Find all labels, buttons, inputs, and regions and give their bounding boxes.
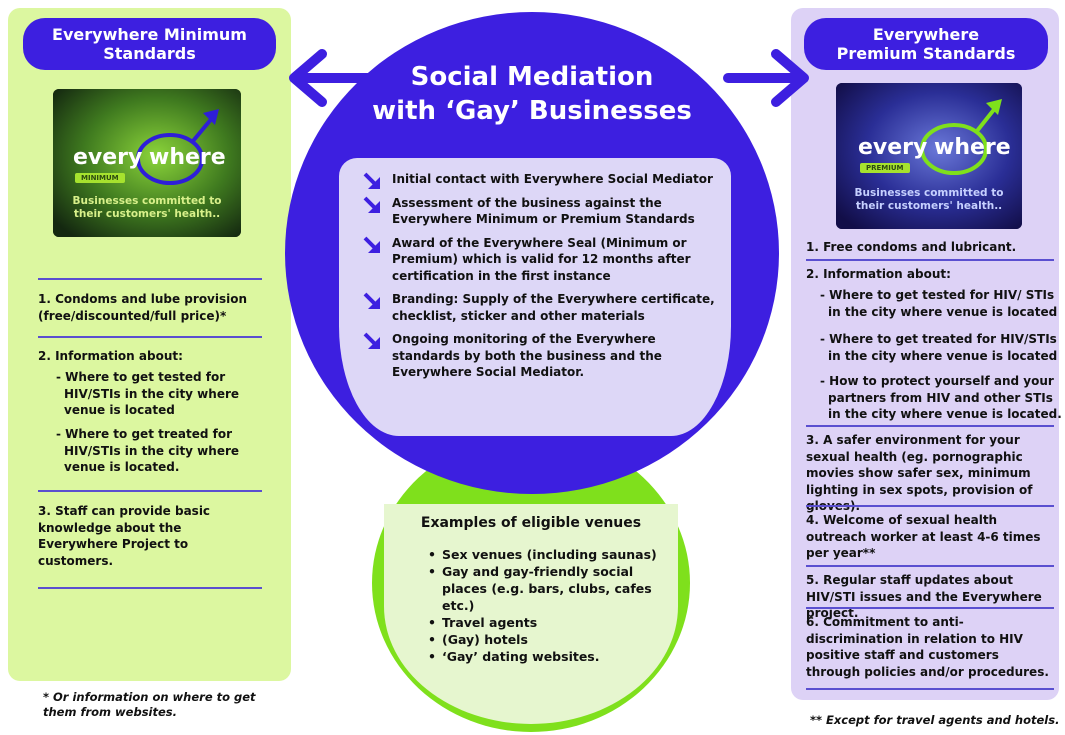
minimum-item-2-sub-1: - Where to get tested for HIV/STIs in th… bbox=[56, 370, 240, 417]
premium-card-tagline: Businesses committed to their customers'… bbox=[836, 187, 1022, 213]
step-text: Ongoing monitoring of the Everywhere sta… bbox=[392, 332, 662, 379]
minimum-tier-badge: MINIMUM bbox=[75, 173, 125, 183]
step-item: Initial contact with Everywhere Social M… bbox=[362, 171, 722, 189]
step-text: Assessment of the business against the E… bbox=[392, 195, 695, 227]
step-item: Ongoing monitoring of the Everywhere sta… bbox=[362, 331, 722, 381]
divider bbox=[806, 259, 1054, 261]
everywhere-premium-logo-card: every where PREMIUM Businesses committed… bbox=[836, 83, 1022, 229]
venue-item: Sex venues (including saunas) bbox=[428, 546, 668, 563]
social-mediation-title: Social Mediation with ‘Gay’ Businesses bbox=[340, 60, 724, 128]
minimum-tagline-2: their customers' health.. bbox=[73, 208, 221, 220]
premium-standards-title: Everywhere Premium Standards bbox=[804, 18, 1048, 70]
everywhere-minimum-logo-card: every where MINIMUM Businesses committed… bbox=[53, 89, 241, 237]
premium-standards-title-text: Everywhere Premium Standards bbox=[836, 25, 1016, 63]
mediation-steps: Initial contact with Everywhere Social M… bbox=[362, 171, 722, 388]
venue-item: Gay and gay-friendly social places (e.g.… bbox=[428, 563, 668, 614]
minimum-standards-title: Everywhere Minimum Standards bbox=[23, 18, 276, 70]
premium-item-2-sub-3: - How to protect yourself and your partn… bbox=[820, 374, 1062, 421]
left-arrow-icon bbox=[289, 49, 375, 107]
premium-item-2: 2. Information about: bbox=[806, 267, 951, 281]
step-text: Award of the Everywhere Seal (Minimum or… bbox=[392, 235, 691, 283]
premium-item-2-sub-1: - Where to get tested for HIV/ STIs in t… bbox=[820, 288, 1058, 319]
divider bbox=[38, 278, 262, 280]
minimum-card-graphic bbox=[53, 89, 241, 237]
step-item: Branding: Supply of the Everywhere certi… bbox=[362, 291, 722, 324]
right-arrow-icon bbox=[723, 49, 809, 107]
venue-item: (Gay) hotels bbox=[428, 631, 668, 648]
minimum-footnote: * Or information on where to get them fr… bbox=[43, 690, 256, 719]
venues-list: Sex venues (including saunas) Gay and ga… bbox=[428, 546, 668, 665]
divider bbox=[38, 490, 262, 492]
minimum-tagline-1: Businesses committed to bbox=[72, 195, 222, 207]
minimum-standards-title-text: Everywhere Minimum Standards bbox=[52, 25, 247, 63]
minimum-item-3: 3. Staff can provide basic knowledge abo… bbox=[38, 504, 211, 568]
down-right-arrow-icon bbox=[363, 196, 380, 213]
minimum-item-2-sub-2: - Where to get treated for HIV/STIs in t… bbox=[56, 427, 240, 474]
venue-item: Travel agents bbox=[428, 614, 668, 631]
social-mediation-circle bbox=[285, 12, 779, 494]
minimum-brand-b: where bbox=[149, 145, 226, 170]
step-text: Branding: Supply of the Everywhere certi… bbox=[392, 292, 715, 323]
down-right-arrow-icon bbox=[363, 236, 380, 253]
minimum-card-tagline: Businesses committed to their customers'… bbox=[53, 195, 241, 221]
minimum-item-1: 1. Condoms and lube provision (free/disc… bbox=[38, 292, 248, 323]
step-item: Assessment of the business against the E… bbox=[362, 195, 722, 228]
premium-brand-a: every bbox=[858, 135, 928, 160]
divider bbox=[38, 587, 262, 589]
premium-item-1: 1. Free condoms and lubricant. bbox=[806, 240, 1017, 254]
premium-item-5: 5. Regular staff updates about HIV/STI i… bbox=[806, 573, 1042, 620]
venue-item: ‘Gay’ dating websites. bbox=[428, 648, 668, 665]
premium-brand-b: where bbox=[934, 135, 1011, 160]
down-right-arrow-icon bbox=[363, 172, 380, 189]
divider bbox=[38, 336, 262, 338]
divider bbox=[806, 565, 1054, 567]
down-right-arrow-icon bbox=[363, 332, 380, 349]
step-text: Initial contact with Everywhere Social M… bbox=[392, 172, 713, 186]
divider bbox=[806, 505, 1054, 507]
premium-tagline-1: Businesses committed to bbox=[854, 187, 1004, 199]
premium-footnote: ** Except for travel agents and hotels. bbox=[810, 713, 1060, 727]
premium-item-4: 4. Welcome of sexual health outreach wor… bbox=[806, 513, 1041, 560]
premium-tier-badge: PREMIUM bbox=[860, 163, 910, 173]
steps-panel bbox=[339, 158, 731, 436]
premium-item-6: 6. Commitment to anti-discrimination in … bbox=[806, 615, 1049, 679]
divider bbox=[806, 688, 1054, 690]
premium-item-3: 3. A safer environment for your sexual h… bbox=[806, 433, 1033, 513]
premium-item-2-sub-2: - Where to get treated for HIV/STIs in t… bbox=[820, 332, 1058, 363]
premium-tagline-2: their customers' health.. bbox=[855, 200, 1003, 212]
title-line-2: with ‘Gay’ Businesses bbox=[372, 96, 692, 126]
down-right-arrow-icon bbox=[363, 292, 380, 309]
divider bbox=[806, 425, 1054, 427]
title-line-1: Social Mediation bbox=[410, 62, 654, 92]
venues-title: Examples of eligible venues bbox=[420, 515, 642, 531]
premium-card-graphic bbox=[836, 83, 1022, 229]
minimum-item-2: 2. Information about: bbox=[38, 349, 183, 363]
divider bbox=[806, 607, 1054, 609]
step-item: Award of the Everywhere Seal (Minimum or… bbox=[362, 235, 722, 285]
minimum-brand-a: every bbox=[73, 145, 143, 170]
